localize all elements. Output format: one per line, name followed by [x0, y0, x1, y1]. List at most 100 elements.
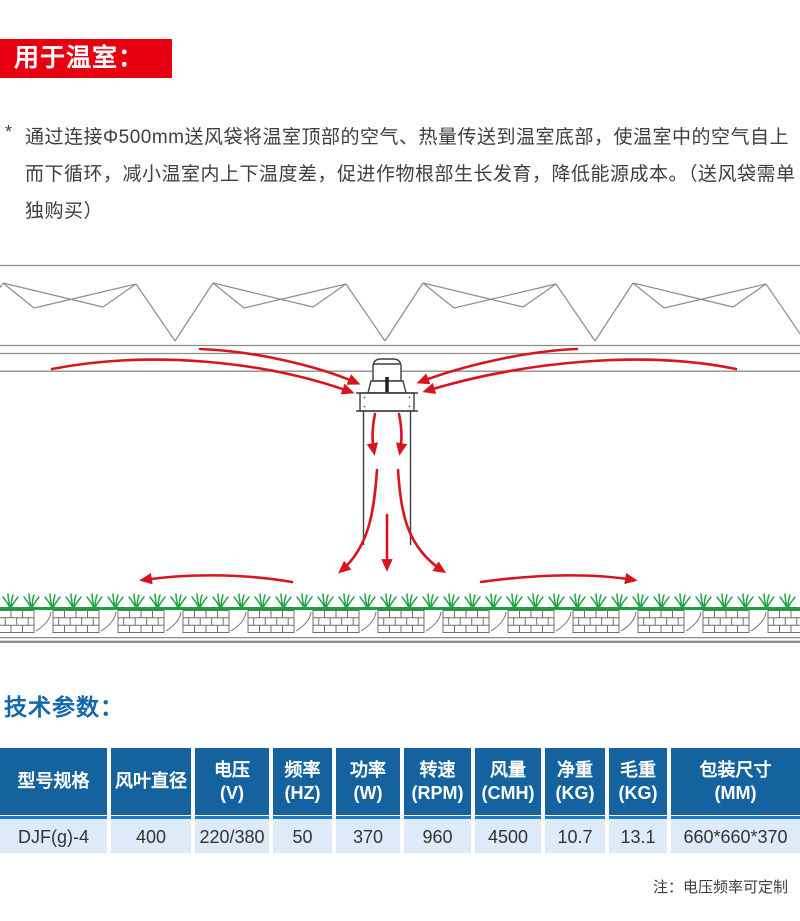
asterisk-bullet: * [5, 122, 13, 142]
truss-line [135, 283, 176, 342]
crop-row [2, 593, 796, 609]
grass-tuft [128, 593, 145, 609]
header-cell-power: 功率(W) [336, 748, 400, 815]
greenhouse-roof-structure [0, 264, 800, 643]
roof-truss [0, 282, 800, 342]
cell-model: DJF(g)-4 [0, 816, 107, 853]
furrow-curve [230, 611, 247, 632]
truss-line [174, 282, 214, 342]
grass-tuft [506, 593, 523, 609]
truss-line [212, 282, 314, 308]
grass-tuft [653, 593, 670, 609]
grass-tuft [338, 593, 355, 609]
grass-tuft [674, 593, 691, 609]
grass-tuft [464, 593, 481, 609]
furrow-curve [620, 611, 637, 632]
header-cell-blade-diameter: 风叶直径 [111, 748, 191, 815]
furrow-curve [685, 611, 702, 632]
furrow-curve [165, 611, 182, 632]
description-line: 通过连接Φ500mm送风袋将温室顶部的空气、热量传送到温室底部，使温室中的空气自… [25, 127, 790, 148]
truss-line [765, 283, 800, 335]
cell-package-size: 660*660*370 [671, 816, 800, 853]
furrow-curve [425, 611, 442, 632]
truss-line [422, 282, 524, 308]
cell-blade-diameter: 400 [111, 816, 191, 853]
circulation-fan-unit [356, 358, 418, 545]
grass-tuft [149, 593, 166, 609]
header-cell-airflow: 风量(CMH) [475, 748, 541, 815]
grass-tuft [296, 593, 313, 609]
greenhouse-use-banner: 用于温室： [0, 39, 172, 78]
grass-tuft [254, 593, 271, 609]
grass-tuft [695, 593, 712, 609]
grass-tuft [86, 593, 103, 609]
grass-tuft [233, 593, 250, 609]
description-lines: 通过连接Φ500mm送风袋将温室顶部的空气、热量传送到温室底部，使温室中的空气自… [25, 119, 797, 230]
header-cell-package-size: 包装尺寸(MM) [671, 748, 800, 815]
grass-tuft [401, 593, 418, 609]
grass-tuft [2, 593, 19, 609]
furrow-curve [295, 611, 312, 632]
grass-tuft [275, 593, 292, 609]
truss-line [384, 282, 424, 342]
grass-tuft [527, 593, 544, 609]
furrow-curve [35, 611, 52, 632]
grass-tuft [611, 593, 628, 609]
grass-tuft [65, 593, 82, 609]
grass-tuft [359, 593, 376, 609]
greenhouse-airflow-diagram [0, 264, 800, 643]
grass-tuft [380, 593, 397, 609]
truss-line [33, 283, 137, 309]
truss-line [102, 283, 137, 308]
airflow-arrow [338, 468, 379, 574]
airflow-arrow [395, 412, 408, 456]
grass-tuft [779, 593, 796, 609]
furrow-curve [360, 611, 377, 632]
header-cell-speed: 转速(RPM) [404, 748, 471, 815]
brick-block [767, 610, 800, 633]
header-cell-model: 型号规格 [0, 748, 107, 815]
furrow-curve [750, 611, 767, 632]
truss-line [212, 282, 245, 309]
grass-tuft [422, 593, 439, 609]
description-line: 而下循环，减小温室内上下温度差，促进作物根部生长发育，降低能源成本。（送风袋需单 [25, 164, 796, 185]
header-cell-net-weight: 净重(KG) [545, 748, 605, 815]
truss-line [345, 283, 386, 342]
airflow-arrow [139, 573, 294, 585]
spec-table: 型号规格 风叶直径 电压(V) 频率(HZ) 功率(W) 转速(RPM) 风量(… [0, 748, 800, 853]
planting-beds [0, 610, 800, 633]
cell-gross-weight: 13.1 [609, 816, 667, 853]
grass-tuft [317, 593, 334, 609]
cell-voltage: 220/380 [195, 816, 269, 853]
truss-line [312, 283, 347, 308]
description-line: 独购买） [25, 201, 104, 222]
grass-tuft [632, 593, 649, 609]
truss-line [422, 282, 455, 309]
grass-tuft [716, 593, 733, 609]
cell-speed: 960 [404, 816, 471, 853]
header-cell-frequency: 频率(HZ) [273, 748, 332, 815]
grass-tuft [212, 593, 229, 609]
spec-table-header-row: 型号规格 风叶直径 电压(V) 频率(HZ) 功率(W) 转速(RPM) 风量(… [0, 748, 800, 815]
grass-tuft [569, 593, 586, 609]
grass-tuft [443, 593, 460, 609]
airflow-arrow [50, 358, 355, 395]
specs-section-title: 技术参数： [4, 694, 124, 720]
truss-line [732, 283, 767, 308]
grass-tuft [191, 593, 208, 609]
truss-line [2, 282, 35, 309]
grass-tuft [590, 593, 607, 609]
airflow-arrow [396, 468, 447, 574]
furrow-curve [490, 611, 507, 632]
airflow-arrow [479, 572, 638, 585]
grass-tuft [107, 593, 124, 609]
grass-tuft [170, 593, 187, 609]
spec-table-data-row: DJF(g)-4 400 220/380 50 370 960 4500 10.… [0, 815, 800, 853]
airflow-arrow [416, 347, 579, 385]
grass-tuft [758, 593, 775, 609]
cell-airflow: 4500 [475, 816, 541, 853]
truss-line [0, 282, 4, 289]
grass-tuft [485, 593, 502, 609]
cell-power: 370 [336, 816, 400, 853]
